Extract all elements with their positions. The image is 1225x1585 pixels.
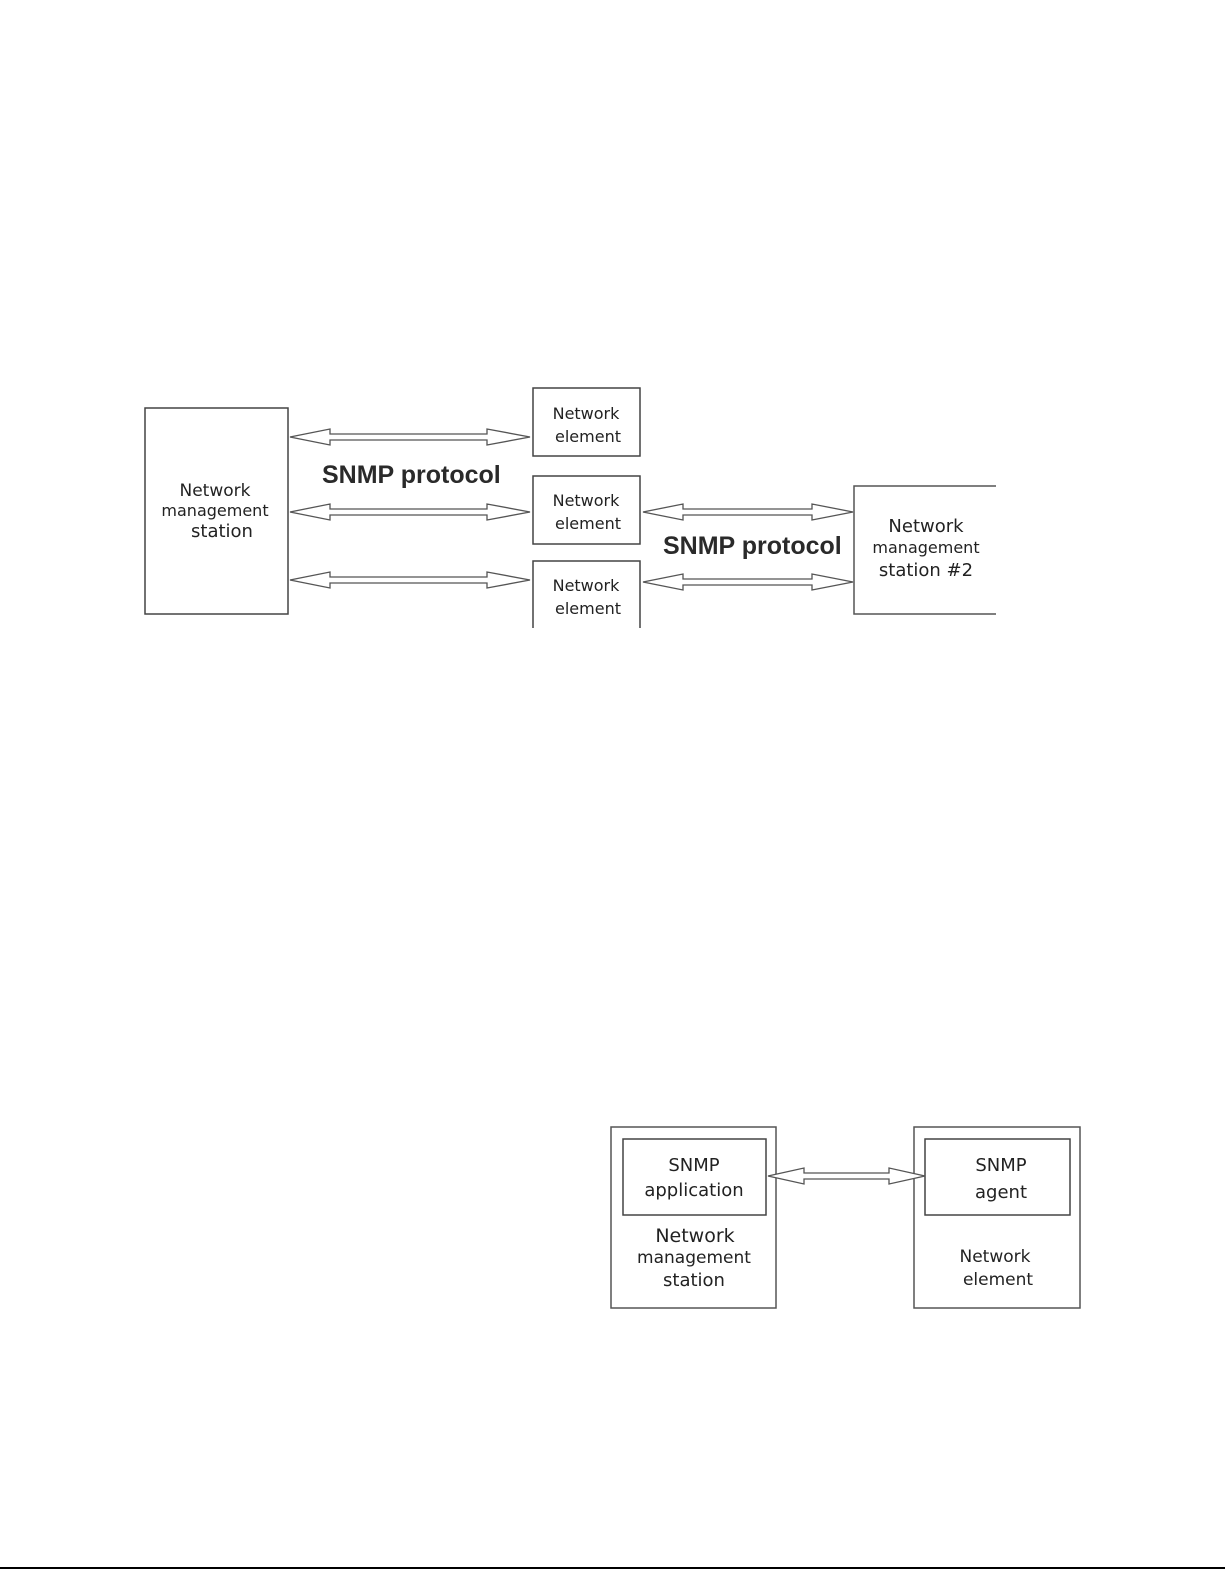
nms-label-line2: management — [637, 1248, 751, 1268]
snmp-application-line1: SNMP — [668, 1155, 719, 1176]
snmp-application-line2: application — [644, 1180, 743, 1201]
ne-label-line2: element — [963, 1270, 1033, 1290]
snmp-agent-line2: agent — [975, 1182, 1027, 1203]
nms-label-line3: station — [663, 1270, 725, 1291]
snmp-application-agent-diagram: SNMP application Network management stat… — [0, 0, 1225, 1400]
double-arrow-application-agent — [768, 1168, 925, 1184]
nms-label-line1: Network — [655, 1225, 734, 1247]
snmp-agent-line1: SNMP — [975, 1155, 1026, 1176]
nms-outer-box: SNMP application Network management stat… — [611, 1127, 776, 1308]
page-bottom-rule — [0, 1567, 1225, 1569]
snmp-application-box: SNMP application — [623, 1139, 766, 1215]
snmp-agent-box: SNMP agent — [925, 1139, 1070, 1215]
ne-outer-box: SNMP agent Network element — [914, 1127, 1080, 1308]
ne-label-line1: Network — [960, 1247, 1031, 1267]
